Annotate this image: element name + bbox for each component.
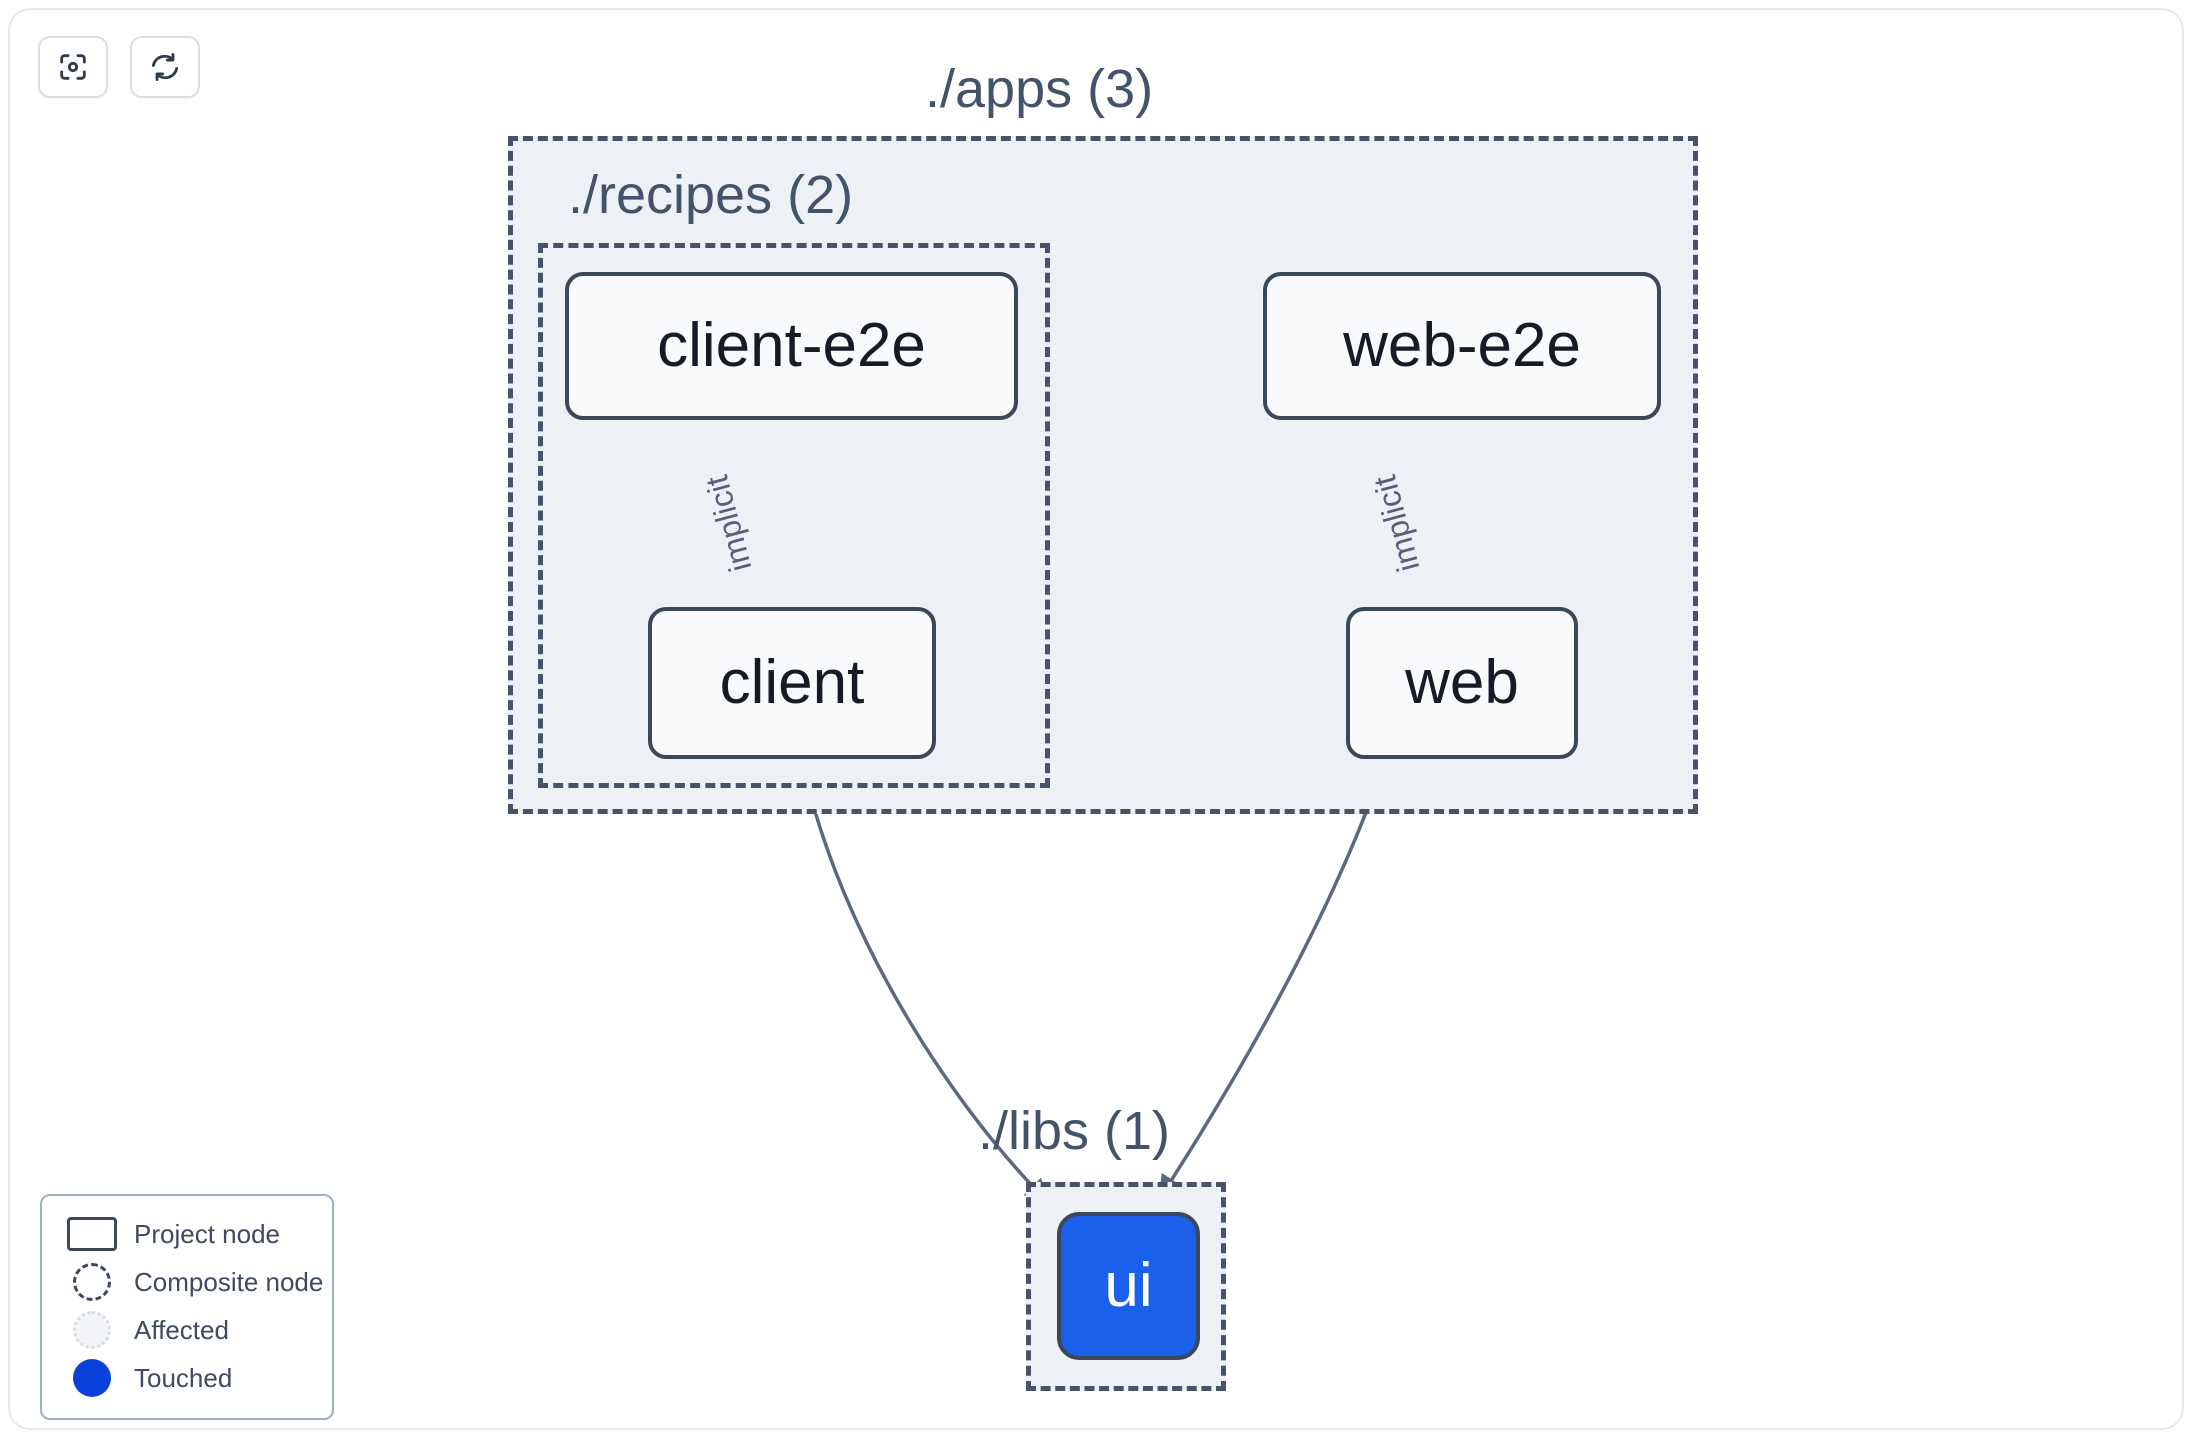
focus-icon xyxy=(56,50,90,84)
refresh-graph-button[interactable] xyxy=(130,36,200,98)
legend-item-touched: Touched xyxy=(42,1354,332,1402)
affected-swatch-icon xyxy=(64,1309,120,1351)
composite-node-swatch-icon xyxy=(64,1261,120,1303)
edge-client-to-ui xyxy=(800,759,1050,1204)
node-label-web-e2e: web-e2e xyxy=(1343,311,1581,380)
legend-item-composite-node: Composite node xyxy=(42,1258,332,1306)
node-label-client-e2e: client-e2e xyxy=(657,311,926,380)
legend-label-affected: Affected xyxy=(134,1314,229,1345)
node-web[interactable]: web xyxy=(1346,607,1578,759)
touched-swatch-icon xyxy=(64,1357,120,1399)
project-node-swatch-icon xyxy=(64,1213,120,1255)
node-client[interactable]: client xyxy=(648,607,936,759)
legend-item-affected: Affected xyxy=(42,1306,332,1354)
node-label-web: web xyxy=(1405,648,1519,717)
group-label-libs: ./libs (1) xyxy=(978,1101,1171,1161)
node-label-client: client xyxy=(719,648,865,717)
node-ui[interactable]: ui xyxy=(1057,1212,1200,1360)
group-label-apps: ./apps (3) xyxy=(925,59,1154,119)
refresh-icon xyxy=(148,50,182,84)
node-client-e2e[interactable]: client-e2e xyxy=(565,272,1018,420)
legend-item-project-node: Project node xyxy=(42,1210,332,1258)
edge-web-to-ui xyxy=(1158,759,1387,1201)
legend-label-composite-node: Composite node xyxy=(134,1266,324,1297)
focus-graph-button[interactable] xyxy=(38,36,108,98)
node-web-e2e[interactable]: web-e2e xyxy=(1263,272,1661,420)
node-label-ui: ui xyxy=(1104,1251,1153,1320)
group-label-recipes: ./recipes (2) xyxy=(568,165,854,225)
legend-label-touched: Touched xyxy=(134,1362,233,1393)
graph-toolbar xyxy=(38,36,200,98)
legend-label-project-node: Project node xyxy=(134,1218,280,1249)
graph-legend: Project node Composite node Affected Tou… xyxy=(40,1194,334,1420)
